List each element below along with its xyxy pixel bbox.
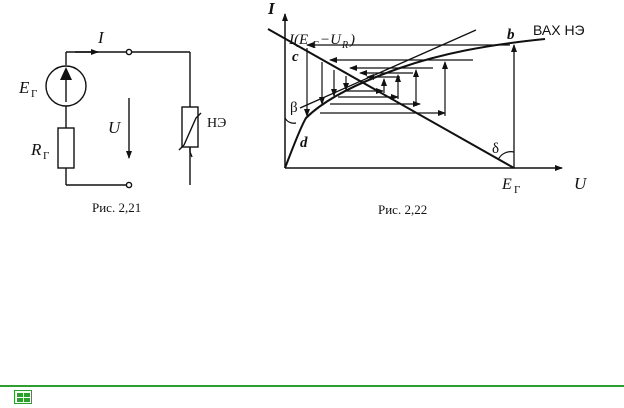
document-icon bbox=[14, 390, 32, 404]
resistor-subscript: Г bbox=[43, 150, 49, 162]
load-line-label: I(E Г −U R ) bbox=[288, 32, 355, 51]
point-d-label: d bbox=[300, 135, 308, 151]
voltage-label: U bbox=[108, 118, 122, 137]
footer-rule bbox=[0, 385, 624, 387]
tangent-line bbox=[299, 29, 477, 109]
terminal-bottom bbox=[125, 181, 133, 189]
element-label: НЭ bbox=[207, 116, 226, 131]
y-axis-label: I bbox=[267, 0, 276, 18]
svg-text:R: R bbox=[341, 40, 348, 51]
caption-fig-21: Рис. 2,21 bbox=[92, 200, 141, 215]
svg-text:I(E: I(E bbox=[288, 32, 308, 48]
svg-text:−U: −U bbox=[320, 32, 342, 48]
nonlinear-element bbox=[181, 106, 199, 148]
circuit-schematic bbox=[45, 48, 202, 189]
resistor-label: R bbox=[30, 140, 42, 159]
x-mark-subscript: Г bbox=[514, 184, 520, 196]
x-mark-label: E bbox=[501, 176, 512, 193]
internal-resistor bbox=[57, 127, 75, 169]
angle-delta-label: δ bbox=[492, 141, 499, 157]
point-c-label: c bbox=[292, 49, 299, 65]
curve-label: ВАХ НЭ bbox=[533, 22, 585, 38]
svg-text:Г: Г bbox=[313, 40, 319, 51]
current-label: I bbox=[97, 28, 105, 47]
angle-arc-beta bbox=[284, 117, 297, 124]
x-axis-label: U bbox=[574, 174, 588, 193]
terminal-top bbox=[125, 48, 133, 56]
emf-label: E bbox=[18, 78, 30, 97]
caption-fig-22: Рис. 2,22 bbox=[378, 202, 427, 217]
angle-arc-delta bbox=[497, 151, 515, 161]
emf-subscript: Г bbox=[31, 88, 37, 100]
svg-text:): ) bbox=[349, 32, 355, 48]
angle-beta-label: β bbox=[290, 100, 298, 116]
iv-graph bbox=[267, 13, 563, 171]
point-b-label: b bbox=[507, 27, 515, 43]
